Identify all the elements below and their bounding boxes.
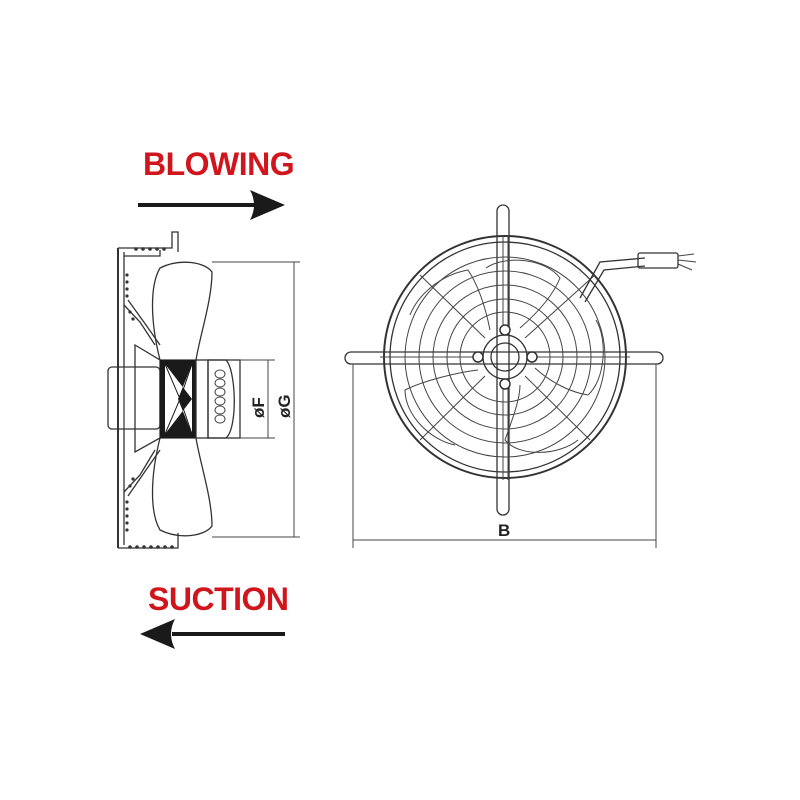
dim-b-line [352,364,657,548]
dim-g-label: øG [275,394,294,418]
upper-fan-blade [151,261,213,361]
front-fan-blades [404,259,604,453]
fan-hub [472,324,538,390]
dim-b-label: B [498,521,510,540]
dim-f-label: øF [249,397,268,418]
motor-body [160,359,241,439]
dim-f-line [240,359,275,439]
guard-struts [380,235,630,480]
suction-arrow [140,619,285,649]
suction-label: SUCTION [148,581,289,617]
power-cable [579,252,697,303]
blowing-label: BLOWING [143,146,294,182]
fan-front-view: B [344,204,697,548]
fan-side-view: øF øG [107,231,300,549]
mounting-plate [117,231,179,549]
dim-g-line [212,261,300,538]
blowing-arrow [138,190,285,220]
motor-shaft-housing [107,343,161,454]
lower-fan-blade [151,437,213,537]
mounting-bracket-cross [344,204,664,516]
